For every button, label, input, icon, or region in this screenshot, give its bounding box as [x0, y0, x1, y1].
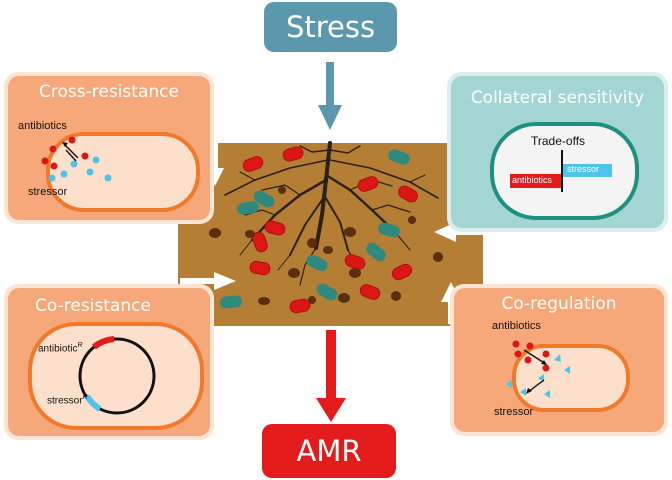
cross-stressor-label: stressor: [28, 186, 68, 198]
cross-antibiotics-label: antibiotics: [18, 120, 67, 132]
teal-bacterium: [220, 295, 242, 309]
red-dots: [41, 136, 89, 170]
red-bacterium: [282, 146, 304, 162]
red-bacterium: [398, 185, 418, 203]
red-bacterium: [289, 298, 311, 314]
stress-label: Stress: [285, 10, 376, 44]
amr-box: AMR: [262, 424, 396, 478]
collateral-antibiotics-label: antibiotics: [512, 175, 553, 185]
red-bacterium: [344, 254, 366, 270]
coreg-stressor-label: stressor: [494, 406, 534, 418]
teal-bacterium: [366, 242, 386, 262]
cross-resistance-cell: [41, 132, 200, 212]
stressor-gene-label: stressorR: [47, 394, 88, 407]
teal-bacterium: [316, 283, 338, 301]
antibiotic-gene-label: antibioticR: [38, 342, 83, 355]
red-bacterium: [252, 231, 268, 253]
red-bacterium: [357, 176, 379, 192]
red-bacterium: [359, 284, 381, 300]
co-resistance-cell: [28, 322, 204, 430]
plasmid: [78, 337, 156, 415]
teal-bacterium: [378, 222, 400, 238]
co-resistance-title: Co-resistance: [35, 296, 151, 316]
stressor-gene: [84, 394, 102, 412]
collateral-sensitivity-panel: Collateral sensitivity Trade-offs stress…: [447, 72, 668, 232]
cross-resistance-panel: Cross-resistance antibiotics stressor: [4, 72, 214, 224]
co-resistance-panel: Co-resistance antibioticR stressorR: [4, 284, 214, 440]
teal-bacterium: [388, 149, 410, 165]
co-regulation-panel: Co-regulation antibiotics stressor: [450, 284, 668, 436]
soil-particles: [209, 186, 443, 305]
teal-bacterium: [253, 190, 275, 208]
red-bacterium: [249, 260, 271, 276]
amr-label: AMR: [296, 434, 362, 468]
co-regulation-title: Co-regulation: [501, 294, 617, 314]
coreg-antibiotics-label: antibiotics: [492, 320, 541, 332]
collateral-stressor-label: stressor: [567, 164, 600, 174]
teal-bacterium: [306, 254, 328, 272]
red-bacterium: [391, 263, 413, 281]
red-bacterium: [264, 220, 286, 236]
teal-bacteria-group: [220, 149, 410, 309]
red-bacteria-group: [242, 146, 418, 314]
collateral-cell: [490, 122, 639, 220]
teal-bacterium: [237, 201, 259, 215]
stress-box: Stress: [264, 2, 397, 52]
red-bacterium: [242, 156, 264, 172]
collateral-sensitivity-title: Collateral sensitivity: [470, 88, 645, 108]
co-regulation-cell: [506, 340, 630, 412]
blue-triangles: [506, 354, 570, 398]
antibiotic-gene: [92, 336, 115, 350]
blue-dots: [48, 156, 112, 182]
red-dots: [512, 340, 550, 372]
tradeoffs-label: Trade-offs: [531, 134, 586, 148]
cross-resistance-title: Cross-resistance: [39, 82, 179, 102]
